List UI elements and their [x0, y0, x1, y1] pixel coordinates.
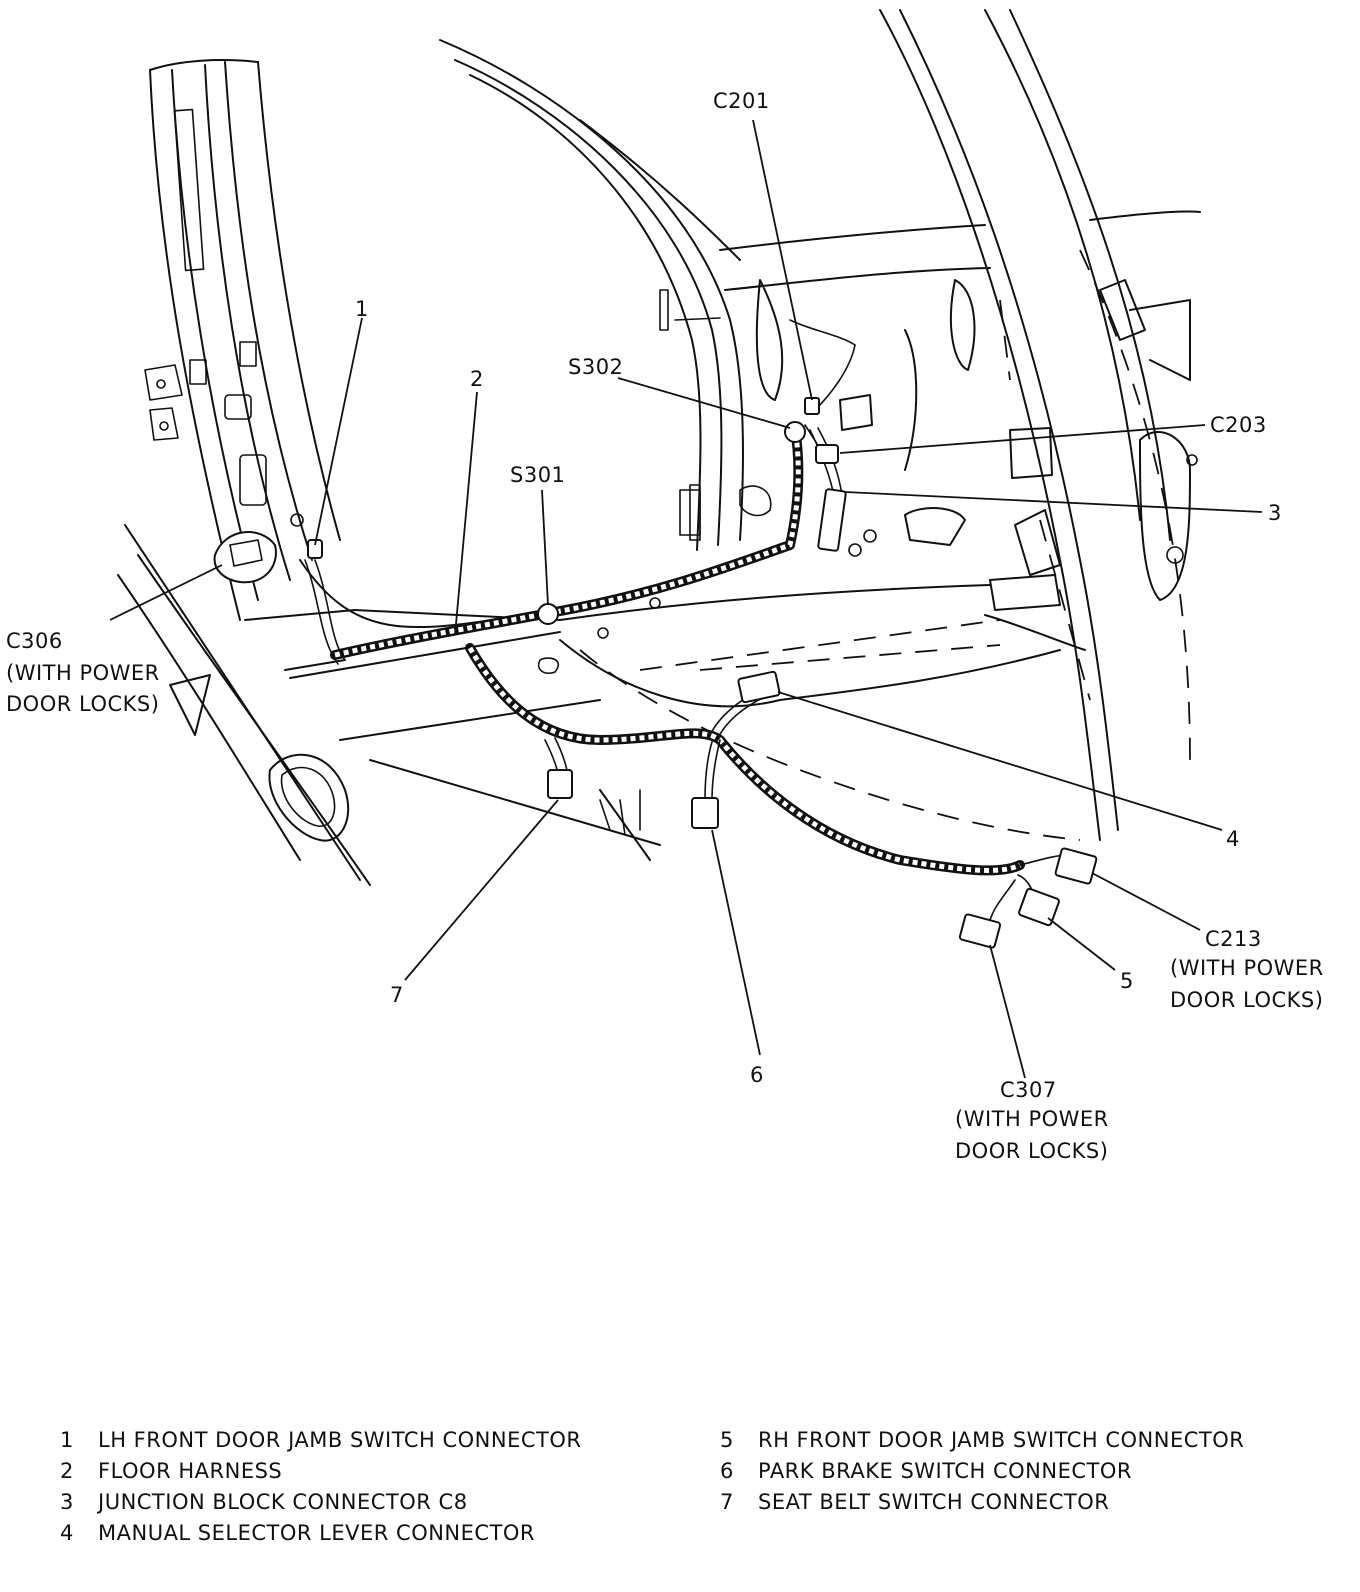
legend-text: FLOOR HARNESS	[98, 1459, 283, 1483]
legend-item: 1 LH FRONT DOOR JAMB SWITCH CONNECTOR	[60, 1425, 581, 1456]
connector-3	[817, 488, 847, 552]
connector-c213	[1054, 847, 1098, 885]
legend-number: 5	[720, 1428, 734, 1452]
legend-number: 2	[60, 1459, 74, 1483]
label-c307-line1: C307	[1000, 1078, 1057, 1102]
legend-number: 3	[60, 1490, 74, 1514]
label-4: 4	[1226, 827, 1240, 851]
legend-text: RH FRONT DOOR JAMB SWITCH CONNECTOR	[758, 1428, 1245, 1452]
splice-s302	[784, 421, 806, 443]
label-c306-line1: C306	[6, 629, 63, 653]
floor-harness-diagram: C201 S302 S301 C203 3 1 2 C306 (WITH POW…	[6, 9, 1324, 1163]
label-c213-line2: (WITH POWER	[1170, 956, 1324, 980]
legend-left-column: 1 LH FRONT DOOR JAMB SWITCH CONNECTOR 2 FL…	[60, 1425, 581, 1549]
connector-6	[691, 797, 719, 829]
label-c203: C203	[1210, 413, 1267, 437]
callouts: C201 S302 S301 C203 3 1 2 C306 (WITH POW…	[6, 89, 1324, 1163]
legend-text: MANUAL SELECTOR LEVER CONNECTOR	[98, 1521, 536, 1545]
label-c307-line3: DOOR LOCKS)	[955, 1139, 1108, 1163]
label-6: 6	[750, 1063, 764, 1087]
legend-text: LH FRONT DOOR JAMB SWITCH CONNECTOR	[98, 1428, 582, 1452]
label-7: 7	[390, 983, 404, 1007]
legend-number: 4	[60, 1521, 74, 1545]
legend-item: 7 SEAT BELT SWITCH CONNECTOR	[720, 1487, 1244, 1518]
legend-item: 2 FLOOR HARNESS	[60, 1456, 581, 1487]
legend-text: SEAT BELT SWITCH CONNECTOR	[758, 1490, 1110, 1514]
legend-text: PARK BRAKE SWITCH CONNECTOR	[758, 1459, 1132, 1483]
label-c201: C201	[713, 89, 770, 113]
legend-number: 1	[60, 1428, 74, 1452]
leader-lines	[109, 119, 1263, 1079]
label-s302: S302	[568, 355, 623, 379]
label-s301: S301	[510, 463, 565, 487]
connector-c203	[815, 444, 839, 464]
label-c213-line3: DOOR LOCKS)	[1170, 988, 1323, 1012]
right-pillar	[879, 9, 1198, 841]
connector-c201	[804, 397, 820, 415]
connector-c307	[958, 913, 1002, 949]
connector-7	[547, 769, 573, 799]
legend-item: 4 MANUAL SELECTOR LEVER CONNECTOR	[60, 1518, 581, 1549]
connector-4	[737, 670, 781, 704]
legend: 1 LH FRONT DOOR JAMB SWITCH CONNECTOR 2 FL…	[0, 1425, 1360, 1585]
left-pillar	[144, 59, 341, 621]
splice-s301	[537, 603, 559, 625]
label-c306-line3: DOOR LOCKS)	[6, 692, 159, 716]
connectors	[213, 397, 1098, 949]
legend-text: JUNCTION BLOCK CONNECTOR C8	[98, 1490, 468, 1514]
rear-panel	[659, 210, 1201, 701]
legend-item: 6 PARK BRAKE SWITCH CONNECTOR	[720, 1456, 1244, 1487]
legend-number: 6	[720, 1459, 734, 1483]
label-2: 2	[470, 367, 484, 391]
label-c306-line2: (WITH POWER	[6, 661, 160, 685]
legend-item: 3 JUNCTION BLOCK CONNECTOR C8	[60, 1487, 581, 1518]
connector-c306	[213, 531, 277, 584]
legend-right-column: 5 RH FRONT DOOR JAMB SWITCH CONNECTOR 6 PA…	[720, 1425, 1244, 1518]
center-pillar	[299, 39, 772, 629]
label-c307-line2: (WITH POWER	[955, 1107, 1109, 1131]
legend-number: 7	[720, 1490, 734, 1514]
left-rocker	[117, 524, 661, 886]
label-3: 3	[1268, 501, 1282, 525]
label-5: 5	[1120, 969, 1134, 993]
connector-5	[1018, 887, 1060, 927]
label-1: 1	[355, 297, 369, 321]
label-c213-line1: C213	[1205, 927, 1262, 951]
connector-1	[307, 539, 323, 559]
floor-panel	[537, 529, 1086, 841]
legend-item: 5 RH FRONT DOOR JAMB SWITCH CONNECTOR	[720, 1425, 1244, 1456]
